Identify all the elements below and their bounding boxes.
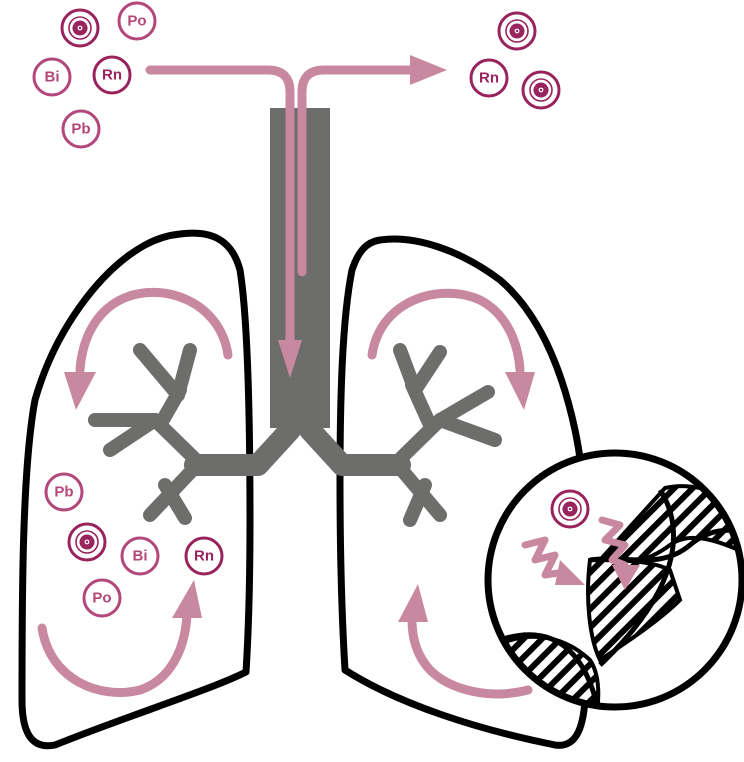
inhale-arrowhead: [278, 340, 302, 378]
circulation-arrows: [37, 287, 533, 699]
atom-rn: Rn: [92, 55, 132, 95]
atom-pb-label: Pb: [71, 121, 90, 138]
radiation-icon: [497, 11, 537, 51]
atom-bi: Bi: [120, 536, 160, 576]
airflow-arrows: [145, 65, 420, 345]
atom-rn-label: Rn: [479, 70, 499, 87]
radiation-icon: [521, 70, 561, 110]
left-bronchus: [184, 419, 301, 476]
exhale-arrow: [297, 65, 420, 277]
atoms-left-lung: Pb Bi Rn Po: [44, 472, 224, 618]
atom-rn: Rn: [184, 536, 224, 576]
atom-po: Po: [82, 578, 122, 618]
right-bronchus: [299, 419, 411, 476]
atom-po-label: Po: [127, 13, 146, 30]
damage-arrowhead-2: [612, 565, 640, 590]
airway-tree: [88, 108, 502, 527]
atom-rn: Rn: [469, 58, 509, 98]
atom-bi: Bi: [32, 57, 72, 97]
damage-arrowhead-1: [555, 560, 585, 585]
atom-po: Po: [117, 1, 157, 41]
atoms-top-left: Po Bi Rn Pb: [32, 1, 157, 149]
atom-rn-label: Rn: [194, 548, 214, 565]
damage-arrows: [521, 516, 629, 579]
atom-rn-label: Rn: [102, 67, 122, 84]
radiation-icon: [550, 489, 590, 529]
exhale-arrowhead: [410, 55, 447, 85]
left-bronchioles: [88, 343, 207, 525]
atom-pb: Pb: [61, 109, 101, 149]
radiation-icon: [60, 8, 100, 48]
right-bronchioles: [388, 343, 502, 527]
atom-pb-label: Pb: [54, 484, 73, 501]
atom-bi-label: Bi: [45, 69, 60, 86]
inhale-arrow: [145, 65, 295, 345]
circulation-arrowheads: [64, 372, 535, 622]
atom-bi-label: Bi: [133, 548, 148, 565]
radiation-icon: [67, 522, 107, 562]
atom-pb: Pb: [44, 472, 84, 512]
dna-backbone-1: [499, 632, 603, 707]
atom-po-label: Po: [92, 590, 111, 607]
dna-backbone-3: [598, 488, 676, 667]
atoms-top-right: Rn: [469, 11, 561, 110]
